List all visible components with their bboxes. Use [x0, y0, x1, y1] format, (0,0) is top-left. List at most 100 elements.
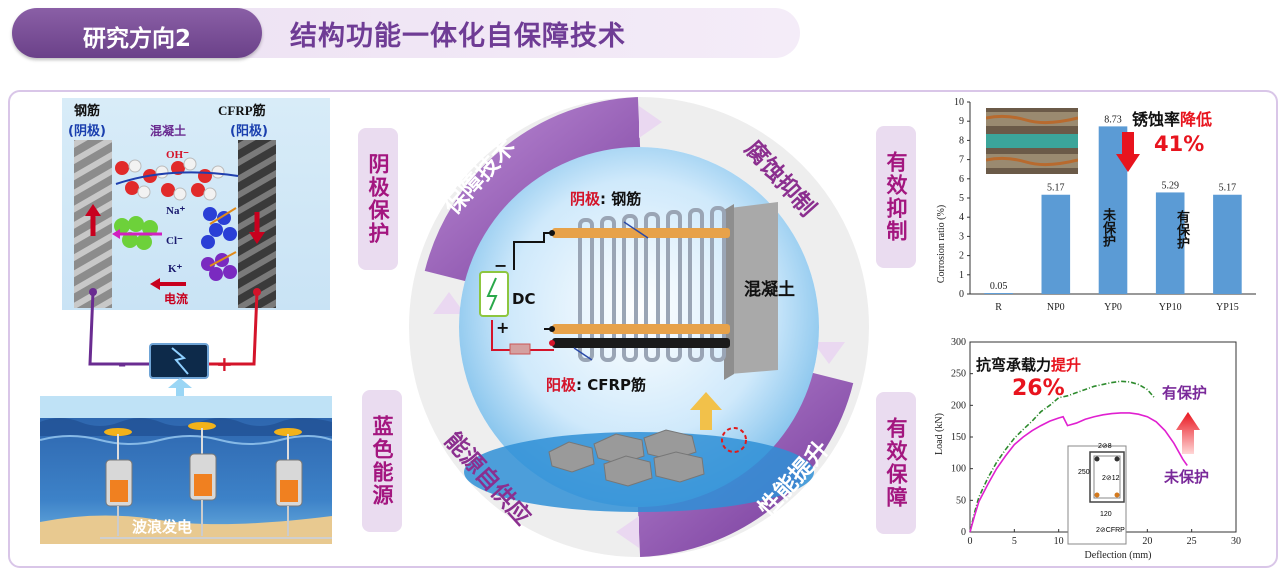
- concrete-block-label: 混凝土: [744, 280, 795, 300]
- tab-blue-energy: 蓝色能源: [362, 390, 402, 532]
- bar-y-tick-label: 7: [959, 155, 964, 166]
- circuit-wire-negative: [513, 232, 552, 270]
- yp10-note: 有保护: [1174, 210, 1189, 249]
- research-badge: 研究方向2: [12, 8, 262, 58]
- line-series-0: [969, 380, 1156, 533]
- inset-height: 250: [1078, 469, 1090, 476]
- dc-minus: −: [494, 256, 508, 275]
- anode-prefix: 阳极: [546, 376, 577, 394]
- ring-arrow-right-icon: [813, 342, 845, 364]
- hexagon-float: [548, 429, 705, 487]
- line-x-tick-label: 30: [1231, 536, 1241, 547]
- cfrp-role: (阳极): [230, 124, 268, 139]
- concrete-block: [730, 202, 778, 374]
- steel-role: (阴极): [68, 124, 106, 139]
- tab-cathodic-protection-label: 阴极保护: [366, 153, 390, 245]
- down-arrow-head-icon: [249, 232, 265, 244]
- inset-mid-bars: 2⊘12: [1102, 475, 1120, 482]
- power-source: [149, 343, 209, 379]
- anode-suffix: : CFRP筋: [576, 376, 647, 394]
- bar-YP10: [1155, 192, 1185, 294]
- bar-annotation-prefix: 锈蚀率: [1132, 110, 1181, 129]
- yp0-note: 未保护: [1100, 208, 1115, 247]
- line-y-tick-label: 100: [951, 464, 966, 475]
- line-y-tick-label: 50: [956, 495, 966, 506]
- bar-annotation-title: 锈蚀率降低: [1132, 106, 1212, 130]
- bar-category-label: YP0: [1104, 302, 1122, 313]
- bar-y-tick-label: 9: [959, 116, 964, 127]
- dc-source: [479, 271, 509, 317]
- k-label: K⁺: [168, 263, 183, 275]
- cathode-suffix: : 钢筋: [600, 190, 642, 208]
- bar-y-tick-label: 0: [959, 289, 964, 300]
- float-up-arrow-icon: [690, 392, 722, 430]
- dc-plus: +: [496, 318, 510, 337]
- line-annotation-prefix: 抗弯承载力: [976, 356, 1052, 374]
- bar-category-label: YP15: [1216, 302, 1239, 313]
- bar-y-tick-label: 1: [959, 270, 964, 281]
- inset-bottom-bars: 2⊘CFRP: [1096, 527, 1125, 534]
- tab-effective-assurance-label: 有效保障: [884, 417, 908, 509]
- line-x-tick-label: 20: [1142, 536, 1152, 547]
- inset-top-bars: 2⊘8: [1098, 443, 1112, 450]
- bar-value-label: 0.05: [990, 281, 1008, 292]
- chloride-arrow-head-icon: [112, 229, 120, 239]
- bar-NP0: [1041, 194, 1071, 294]
- na-label: Na⁺: [166, 205, 186, 217]
- concrete-label: 混凝土: [150, 124, 187, 138]
- wave-generators: [104, 422, 303, 536]
- steel-label: 钢筋: [74, 104, 101, 119]
- line-annotation-title: 抗弯承载力提升: [976, 354, 1081, 375]
- bar-y-tick-label: 3: [959, 231, 964, 242]
- current-arrow-head-icon: [150, 278, 160, 290]
- ion-arrow-icon-2: [209, 251, 237, 267]
- line-y-tick-label: 150: [951, 432, 966, 443]
- steel-bar-mid: [552, 324, 730, 334]
- lightning-icon: [171, 347, 189, 375]
- bar-y-tick-label: 6: [959, 174, 964, 185]
- minus-terminal: -: [118, 352, 127, 376]
- up-arrow-head-icon: [85, 204, 101, 216]
- plus-terminal: +: [216, 352, 233, 376]
- bar-value-label: 5.29: [1161, 180, 1179, 191]
- bar-annotation-value: 41%: [1154, 132, 1205, 156]
- bar-y-axis-label: Corrosion ratio (%): [936, 205, 947, 283]
- cl-label: Cl⁻: [166, 235, 183, 247]
- tab-blue-energy-label: 蓝色能源: [370, 415, 394, 507]
- line-x-tick-label: 25: [1187, 536, 1197, 547]
- legend-unprotected: 未保护: [1164, 468, 1210, 486]
- potassium-ions: [201, 253, 237, 281]
- line-y-tick-label: 250: [951, 369, 966, 380]
- content-frame: [8, 90, 1278, 568]
- chloride-ions: [114, 216, 158, 250]
- bar-value-label: 5.17: [1219, 183, 1237, 194]
- bar-category-label: NP0: [1047, 302, 1065, 313]
- line-annotation-emph: 提升: [1051, 356, 1082, 374]
- bar-category-label: R: [995, 302, 1002, 313]
- tab-effective-assurance: 有效保障: [876, 392, 916, 534]
- ion-path-line: [115, 171, 239, 185]
- anode-wire: [206, 291, 259, 366]
- ring-arrow-bottom-icon: [616, 516, 639, 548]
- switch-box: [509, 343, 531, 355]
- bar-value-label: 5.17: [1047, 183, 1065, 194]
- ion-arrow-icon: [209, 207, 237, 225]
- tab-effective-suppression: 有效抑制: [876, 126, 916, 268]
- wave-energy-graphic: [40, 396, 332, 544]
- bar-YP15: [1213, 194, 1242, 294]
- sodium-ions: [201, 207, 237, 249]
- oh-label: OH⁻: [166, 149, 189, 161]
- bar-annotation-emph: 降低: [1180, 110, 1213, 129]
- legend-protected: 有保护: [1162, 384, 1208, 402]
- anode-label: 阳极: CFRP筋: [546, 374, 646, 395]
- energy-up-arrow-icon: [168, 378, 192, 396]
- inset-width: 120: [1100, 511, 1112, 518]
- research-badge-label: 研究方向2: [82, 26, 191, 52]
- arc-assurance: [424, 97, 641, 284]
- bar-category-label: YP10: [1159, 302, 1182, 313]
- highlight-circle: [721, 427, 747, 453]
- line-y-tick-label: 0: [961, 527, 966, 538]
- cfrp-bar: [552, 338, 730, 348]
- cfrp-label: CFRP筋: [218, 103, 266, 118]
